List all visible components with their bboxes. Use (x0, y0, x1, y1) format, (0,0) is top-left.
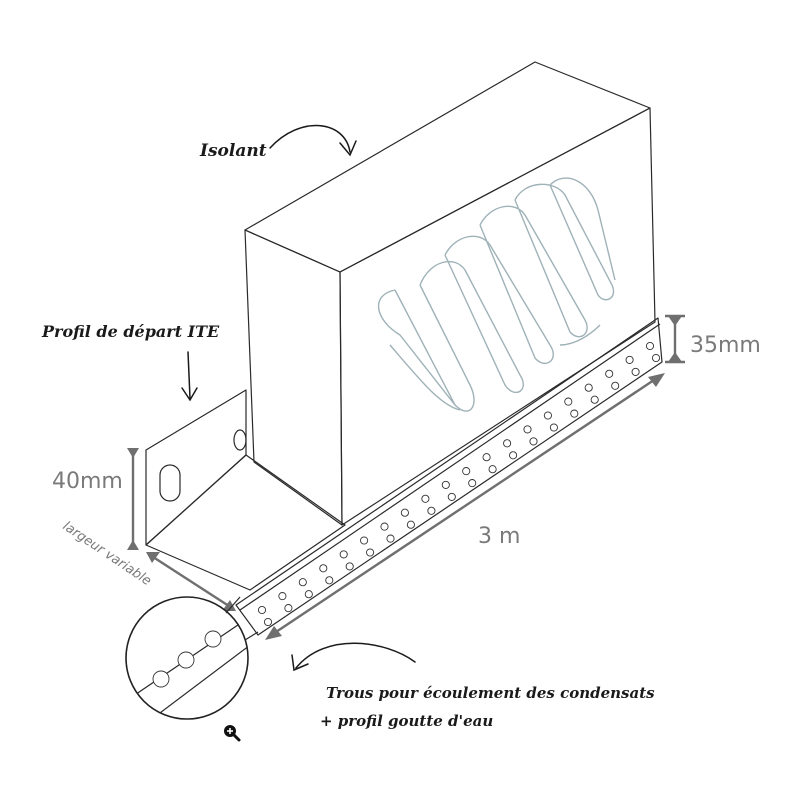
drainage-hole (427, 506, 436, 515)
magnifier-plus-icon[interactable] (224, 725, 241, 742)
drainage-hole (625, 355, 634, 364)
drainage-hole (400, 508, 409, 517)
drainage-hole (263, 617, 273, 627)
drainage-hole (543, 411, 552, 420)
drainage-hole (503, 439, 512, 448)
drainage-hole (366, 548, 375, 557)
dimension-3m (265, 373, 665, 640)
drainage-hole (462, 467, 471, 476)
detail-magnifier (125, 596, 259, 720)
profile-base (145, 454, 346, 591)
drainage-hole (488, 465, 497, 474)
drainage-hole (482, 453, 491, 462)
drainage-hole (325, 576, 334, 585)
drainage-hole (549, 423, 558, 432)
insulation-left-face (244, 229, 343, 526)
arrow-isolant (269, 124, 357, 157)
label-40mm: 40mm (52, 469, 123, 494)
drainage-hole (651, 353, 661, 363)
drainage-hole (345, 562, 354, 571)
drainage-hole (298, 578, 307, 587)
insulation-block (244, 61, 656, 526)
drainage-hole (406, 520, 415, 529)
drainage-hole (645, 341, 655, 351)
start-profile (145, 317, 663, 636)
drainage-hole (529, 437, 538, 446)
drainage-hole (441, 480, 450, 489)
drainage-hole (611, 381, 620, 390)
drainage-holes (257, 341, 661, 627)
label-isolant: Isolant (199, 141, 267, 161)
arrow-profil (181, 351, 198, 402)
drainage-hole (605, 369, 614, 378)
drainage-hole (339, 550, 348, 559)
drainage-hole (278, 592, 287, 601)
label-trous-line2: + profil goutte d'eau (320, 712, 493, 730)
label-largeur-variable: largeur variable (60, 519, 154, 589)
drainage-hole (284, 604, 293, 613)
drainage-hole (564, 397, 573, 406)
profile-slot-hidden (233, 429, 247, 451)
profile-front-flange (235, 317, 663, 636)
drainage-hole (360, 536, 369, 545)
drainage-hole (319, 564, 328, 573)
profile-back-flange (145, 389, 247, 546)
profile-slot (159, 464, 181, 502)
drainage-hole (447, 492, 456, 501)
arrow-trous (291, 642, 416, 672)
drainage-hole (468, 479, 477, 488)
dimension-width (146, 552, 236, 611)
drainage-hole (584, 383, 593, 392)
drainage-hole (631, 367, 640, 376)
dimension-35mm (665, 314, 685, 364)
drainage-hole (421, 494, 430, 503)
dimension-40mm (127, 448, 139, 550)
drainage-hole (570, 409, 579, 418)
label-35mm: 35mm (690, 333, 761, 358)
drainage-hole (386, 534, 395, 543)
insulation-wool-pattern (377, 177, 616, 412)
drainage-hole (257, 605, 267, 615)
drainage-hole (380, 522, 389, 531)
drainage-hole (509, 451, 518, 460)
drainage-hole (304, 590, 313, 599)
drainage-hole (590, 395, 599, 404)
label-3m: 3 m (478, 524, 520, 549)
drainage-hole (523, 425, 532, 434)
label-profil-depart: Profil de départ ITE (41, 322, 220, 341)
insulation-front-face (339, 107, 656, 526)
label-trous-line1: Trous pour écoulement des condensats (326, 684, 655, 702)
